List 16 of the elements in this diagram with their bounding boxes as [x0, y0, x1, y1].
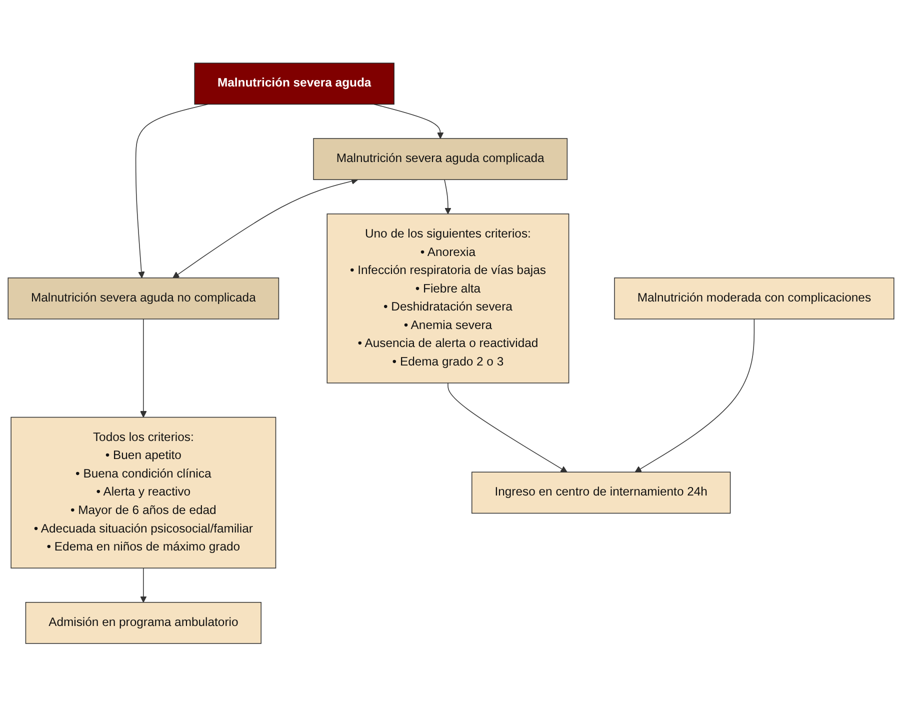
- arrow: [634, 318, 755, 472]
- arrow: [172, 178, 358, 278]
- node-box: Malnutrición severa aguda no complicada: [8, 277, 280, 320]
- arrow: [448, 382, 568, 472]
- arrow: [374, 104, 444, 138]
- arrow: [135, 104, 208, 278]
- node-box: Malnutrición severa aguda complicada: [313, 138, 568, 180]
- arrow: [140, 567, 147, 602]
- node-box: Admisión en programa ambulatorio: [25, 602, 262, 644]
- node-box: Uno de los siguientes criterios: • Anorexia • Infección respiratoria de vías bajas • Fiebre alta • Deshidratación severa • Anemia severa • Ausencia de alerta o reactividad • Edema grado 2 o 3: [326, 213, 570, 384]
- node-box: Todos los criterios: • Buen apetito • Buena condición clínica • Alerta y reactivo • Mayor de 6 años de edad • Adecuada situación psicosocial/familiar • Edema en niños de máximo grado: [10, 416, 276, 568]
- node-box: Ingreso en centro de internamiento 24h: [471, 471, 731, 514]
- node-box: Malnutrición moderada con complicaciones: [614, 277, 894, 320]
- node-box: Malnutrición severa aguda: [194, 62, 394, 104]
- arrow: [444, 178, 452, 214]
- arrow: [140, 318, 147, 418]
